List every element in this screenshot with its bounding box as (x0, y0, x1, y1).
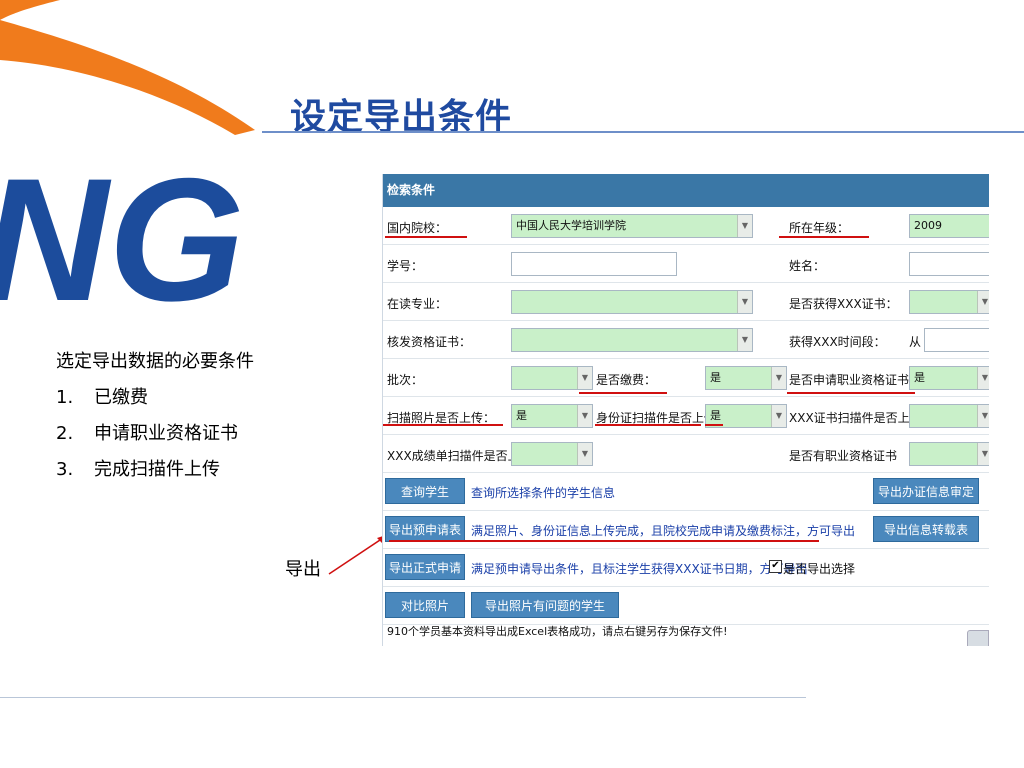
chevron-down-icon: ▼ (577, 405, 592, 427)
form-row: 在读专业： ▼ 是否获得XXX证书： ▼ (383, 283, 989, 321)
form-row: 核发资格证书： ▼ 获得XXX时间段： 从 (383, 321, 989, 359)
grade-label: 所在年级： (789, 221, 850, 235)
cert-type-select[interactable]: ▼ (511, 328, 753, 352)
condition-item: 2.申请职业资格证书 (56, 423, 238, 444)
condition-item: 1.已缴费 (56, 387, 148, 408)
form-row: 扫描照片是否上传： 是▼ 身份证扫描件是否上传 是▼ XXX证书扫描件是否上传 … (383, 397, 989, 435)
form-row: 国内院校： 中国人民大学培训学院▼ 所在年级： 2009 (383, 207, 989, 245)
got-cert-label: 是否获得XXX证书： (789, 297, 898, 311)
transcript-scan-label: XXX成绩单扫描件是否上传 (387, 449, 532, 463)
conditions-heading: 选定导出数据的必要条件 (56, 351, 254, 372)
footer-divider (0, 697, 806, 698)
export-pre-description: 满足照片、身份证信息上传完成，且院校完成申请及缴费标注，方可导出 (471, 524, 856, 538)
form-row: 学号： 姓名： (383, 245, 989, 283)
chevron-down-icon: ▼ (977, 443, 989, 465)
idcard-upload-label: 身份证扫描件是否上传 (596, 411, 717, 425)
query-description: 查询所选择条件的学生信息 (471, 486, 616, 500)
highlight-underline (579, 392, 667, 394)
company-logo: NG (0, 0, 255, 330)
student-id-input[interactable] (511, 252, 677, 276)
compare-photos-button[interactable]: 对比照片 (385, 592, 465, 618)
action-row: 导出正式申请表 满足预申请导出条件，且标注学生获得XXX证书日期，方可导出 ✔ … (383, 549, 989, 601)
paid-label: 是否缴费： (596, 373, 657, 387)
chevron-down-icon: ▼ (577, 367, 592, 389)
has-cert-label: 是否有职业资格证书 (789, 449, 898, 463)
chevron-down-icon: ▼ (737, 215, 752, 237)
name-label: 姓名： (789, 259, 826, 273)
photo-upload-select[interactable]: 是▼ (511, 404, 593, 428)
chevron-down-icon: ▼ (977, 291, 989, 313)
title-divider (262, 131, 1024, 133)
photo-upload-label: 扫描照片是否上传： (387, 411, 496, 425)
highlight-underline (705, 424, 723, 426)
apply-cert-select[interactable]: 是▼ (909, 366, 989, 390)
chevron-down-icon: ▼ (737, 291, 752, 313)
apply-cert-label: 是否申请职业资格证书： (789, 373, 922, 387)
grade-select[interactable]: 2009 (909, 214, 989, 238)
major-label: 在读专业： (387, 297, 448, 311)
name-input[interactable] (909, 252, 989, 276)
scrollbar-thumb[interactable] (967, 630, 989, 646)
panel-header: 检索条件 (383, 174, 989, 207)
action-row: 查询学生 查询所选择条件的学生信息 导出办证信息审定表 (383, 473, 989, 525)
got-cert-select[interactable]: ▼ (909, 290, 989, 314)
highlight-underline (595, 424, 701, 426)
batch-label: 批次： (387, 373, 424, 387)
highlight-underline (385, 236, 467, 238)
export-status-message: 910个学员基本资料导出成Excel表格成功，请点右键另存为保存文件! (387, 625, 728, 638)
export-problem-photos-button[interactable]: 导出照片有问题的学生 (471, 592, 619, 618)
export-pre-application-button[interactable]: 导出预申请表 (385, 516, 465, 542)
school-label: 国内院校： (387, 221, 448, 235)
paid-select[interactable]: 是▼ (705, 366, 787, 390)
has-cert-select[interactable]: ▼ (909, 442, 989, 466)
action-row: 导出预申请表 满足照片、身份证信息上传完成，且院校完成申请及缴费标注，方可导出 … (383, 511, 989, 549)
date-from-label: 从 (909, 335, 922, 349)
export-select-label: 是否导出选择 (783, 562, 856, 576)
search-panel: 检索条件 国内院校： 中国人民大学培训学院▼ 所在年级： 2009 学号： 姓名… (382, 174, 989, 646)
export-select-checkbox[interactable]: ✔ (769, 560, 782, 573)
chevron-down-icon: ▼ (977, 367, 989, 389)
highlight-underline (779, 236, 869, 238)
cert-type-label: 核发资格证书： (387, 335, 472, 349)
export-formal-description: 满足预申请导出条件，且标注学生获得XXX证书日期，方可导出 (471, 562, 808, 576)
chevron-down-icon: ▼ (977, 405, 989, 427)
chevron-down-icon: ▼ (771, 405, 786, 427)
highlight-underline (787, 392, 915, 394)
highlight-underline (383, 424, 503, 426)
date-from-input[interactable] (924, 328, 989, 352)
transcript-scan-select[interactable]: ▼ (511, 442, 593, 466)
action-row: 对比照片 导出照片有问题的学生 (383, 587, 989, 625)
export-transfer-table-button[interactable]: 导出信息转载表 (873, 516, 979, 542)
logo-lettering: NG (0, 143, 245, 330)
export-formal-application-button[interactable]: 导出正式申请表 (385, 554, 465, 601)
student-id-label: 学号： (387, 259, 424, 273)
xxx-cert-scan-label: XXX证书扫描件是否上传 (789, 411, 922, 425)
chevron-down-icon: ▼ (577, 443, 592, 465)
chevron-down-icon: ▼ (771, 367, 786, 389)
batch-select[interactable]: ▼ (511, 366, 593, 390)
chevron-down-icon: ▼ (737, 329, 752, 351)
export-callout-label: 导出 (285, 559, 321, 580)
query-students-button[interactable]: 查询学生 (385, 478, 465, 504)
school-select[interactable]: 中国人民大学培训学院▼ (511, 214, 753, 238)
cert-time-label: 获得XXX时间段： (789, 335, 886, 349)
major-select[interactable]: ▼ (511, 290, 753, 314)
conditions-list: 选定导出数据的必要条件 1.已缴费 2.申请职业资格证书 3.完成扫描件上传 (56, 344, 254, 488)
highlight-underline (389, 540, 819, 542)
form-row: 批次： ▼ 是否缴费： 是▼ 是否申请职业资格证书： 是▼ (383, 359, 989, 397)
condition-item: 3.完成扫描件上传 (56, 459, 220, 480)
form-row: XXX成绩单扫描件是否上传 ▼ 是否有职业资格证书 ▼ (383, 435, 989, 473)
xxx-cert-scan-select[interactable]: ▼ (909, 404, 989, 428)
export-audit-table-button[interactable]: 导出办证信息审定表 (873, 478, 979, 525)
